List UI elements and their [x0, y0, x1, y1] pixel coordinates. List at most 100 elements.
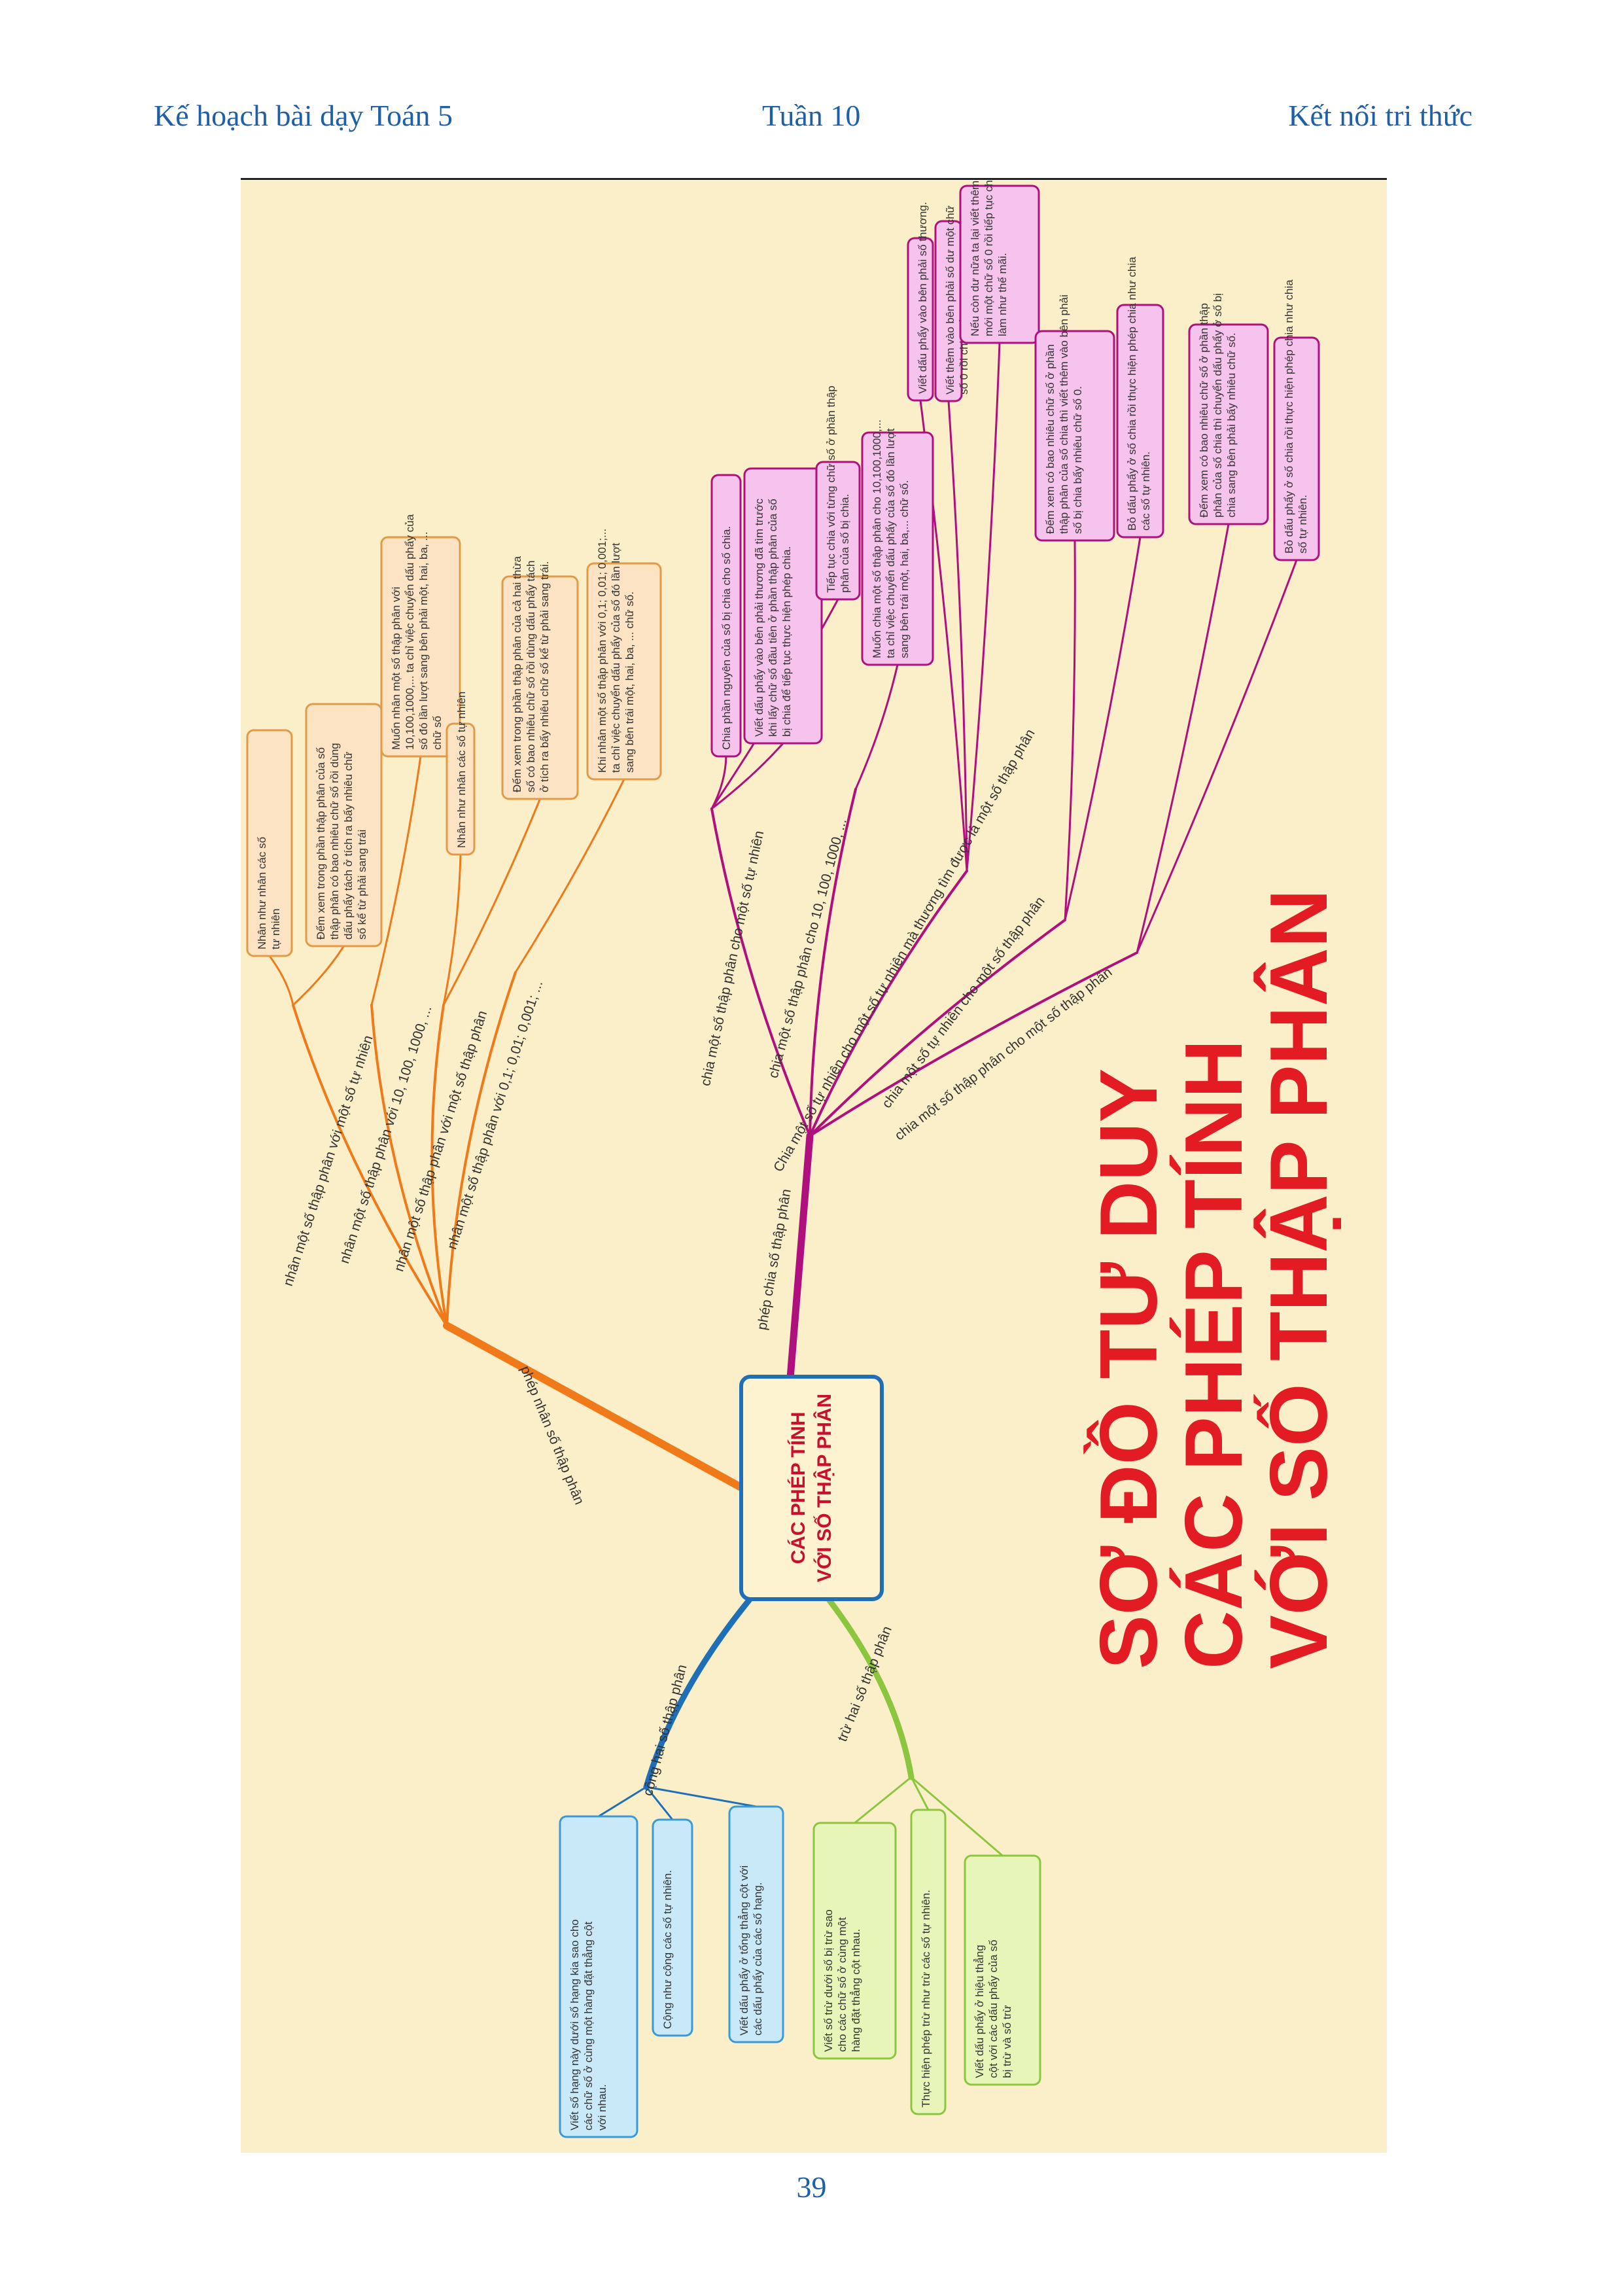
add-leaf-edge-2 — [645, 1786, 758, 1808]
svg-text:Viết số hạng này dưới số hạng: Viết số hạng này dưới số hạng kia sao ch… — [568, 1919, 581, 2130]
divide-leaf-2-0: Viết dấu phẩy vào bên phải số thương. — [907, 202, 934, 402]
svg-text:số có bao nhiêu chữ số rồi dùn: số có bao nhiêu chữ số rồi dùng dấu phẩy… — [525, 561, 537, 792]
multiply-leaf-edge-3-0 — [514, 778, 625, 974]
svg-text:Tiếp tục chia với từng chữ số: Tiếp tục chia với từng chữ số ở phần thậ… — [825, 385, 837, 593]
divide-leaf-edge-0-1 — [710, 742, 784, 810]
svg-text:hàng đặt thẳng cột nhau.: hàng đặt thẳng cột nhau. — [850, 1929, 862, 2052]
divide-branch — [786, 1132, 814, 1382]
center-line-1: CÁC PHÉP TÍNH — [787, 1412, 809, 1564]
title-line-3: VỚI SỐ THẬP PHÂN — [1253, 889, 1344, 1669]
svg-text:Nhân như nhân các số: Nhân như nhân các số — [256, 836, 268, 949]
svg-text:Đếm xem có bao nhiêu chữ số ở: Đếm xem có bao nhiêu chữ số ở phần thập — [1198, 303, 1210, 518]
divide-leaf-edge-0-0 — [710, 755, 727, 810]
divide-label: phép chia số thập phân — [754, 1188, 794, 1331]
svg-text:Khi nhân một số thập phân với: Khi nhân một số thập phân với 0,1; 0,01;… — [596, 529, 608, 773]
svg-text:cho các chữ số ở cùng một: cho các chữ số ở cùng một — [836, 1917, 848, 2052]
divide-leaf-2-2: Nếu còn dư nữa ta lại viết thêm bên phải… — [959, 181, 1040, 344]
divide-leaf-edge-4-1 — [1136, 559, 1298, 954]
multiply-leaf-3-0: Khi nhân một số thập phân với 0,1; 0,01;… — [586, 529, 662, 781]
svg-text:Chia phần nguyên của số bị chi: Chia phần nguyên của số bị chia cho số c… — [720, 526, 733, 750]
svg-text:làm như thế mãi.: làm như thế mãi. — [996, 253, 1009, 336]
svg-text:mới một chữ số 0 rồi tiếp tục: mới một chữ số 0 rồi tiếp tục chia, và c… — [983, 181, 995, 336]
svg-text:tự nhiên: tự nhiên — [270, 909, 282, 949]
divide-leaf-edge-2-2 — [966, 342, 1001, 872]
header-week: Tuần 10 — [762, 99, 861, 132]
divide-sub-3 — [809, 919, 1066, 1137]
subtract-label: trừ hai số thập phân — [835, 1624, 895, 1744]
svg-text:thập phân của số chia thì viết: thập phân của số chia thì viết thêm vào … — [1058, 294, 1070, 534]
center-node: CÁC PHÉP TÍNH VỚI SỐ THẬP PHÂN — [739, 1375, 884, 1601]
svg-text:với nhau.: với nhau. — [596, 2084, 608, 2130]
svg-text:Muốn nhân một số thập phân với: Muốn nhân một số thập phân với — [390, 587, 402, 750]
mindmap-title: SƠ ĐỒ TƯ DUY CÁC PHÉP TÍNH VỚI SỐ THẬP P… — [1083, 889, 1344, 1669]
svg-text:khi lấy chữ số đầu tiên ở phần: khi lấy chữ số đầu tiên ở phần thập phân… — [767, 499, 779, 737]
title-line-1: SƠ ĐỒ TƯ DUY — [1083, 1069, 1174, 1669]
add-leaf-edge-1 — [645, 1786, 674, 1821]
svg-text:các số tự nhiên.: các số tự nhiên. — [1140, 451, 1152, 531]
svg-text:số bị chia bấy nhiêu chữ số 0.: số bị chia bấy nhiêu chữ số 0. — [1072, 386, 1084, 534]
svg-text:10,100,1000,... ta chỉ việc ch: 10,100,1000,... ta chỉ việc chuyển dấu p… — [404, 514, 416, 750]
svg-text:phân của số bị chia.: phân của số bị chia. — [839, 494, 851, 593]
divide-sub-label-0: chia một số thập phân cho một số tự nhiê… — [698, 830, 767, 1087]
svg-text:Bỏ dấu phẩy ở số chia rồi thực: Bỏ dấu phẩy ở số chia rồi thực hiện phép… — [1126, 256, 1138, 531]
svg-text:Viết dấu phẩy vào bên phải số: Viết dấu phẩy vào bên phải số thương. — [916, 202, 929, 394]
multiply-sub-1 — [370, 1004, 448, 1327]
divide-leaf-0-2: Tiếp tục chia với từng chữ số ở phần thậ… — [815, 385, 861, 601]
svg-text:Cộng như cộng các số tự nhiên.: Cộng như cộng các số tự nhiên. — [661, 1870, 674, 2029]
svg-text:Thực hiện phép trừ như trừ các: Thực hiện phép trừ như trừ các số tự nhi… — [920, 1890, 932, 2108]
svg-text:ta chỉ việc chuyển dấu phẩy củ: ta chỉ việc chuyển dấu phẩy của số đó lầ… — [610, 542, 622, 773]
center-line-2: VỚI SỐ THẬP PHÂN — [813, 1394, 835, 1582]
title-line-2: CÁC PHÉP TÍNH — [1169, 1040, 1259, 1669]
svg-text:Viết dấu phẩy ở tổng thẳng cột: Viết dấu phẩy ở tổng thẳng cột với — [738, 1865, 750, 2036]
multiply-sub-label-3: nhân một số thập phân với 0,1; 0,01; 0,0… — [444, 979, 546, 1252]
divide-sub-label-1: chia một số thập phân cho 10, 100, 1000,… — [766, 817, 850, 1080]
svg-text:Viết dấu phẩy vào bên phải thư: Viết dấu phẩy vào bên phải thương đã tìm… — [753, 498, 765, 737]
multiply-leaf-edge-1-0 — [370, 755, 422, 1006]
header-rule — [241, 178, 1387, 180]
svg-text:Nếu còn dư nữa ta lại viết thê: Nếu còn dư nữa ta lại viết thêm bên phải… — [969, 181, 981, 336]
divide-leaf-edge-2-1 — [947, 400, 968, 872]
subtract-leaf-1: Thực hiện phép trừ như trừ các số tự nhi… — [910, 1809, 947, 2115]
divide-leaf-1-0: Muốn chia một số thập phân cho 10,100,10… — [861, 419, 934, 666]
svg-text:Đếm xem có bao nhiêu chữ số ở: Đếm xem có bao nhiêu chữ số ở phần — [1044, 344, 1056, 534]
divide-leaf-0-0: Chia phần nguyên của số bị chia cho số c… — [710, 474, 742, 758]
divide-leaf-edge-3-1 — [1064, 536, 1142, 921]
svg-text:Bỏ dấu phẩy ở số chia rồi thực: Bỏ dấu phẩy ở số chia rồi thực hiện phép… — [1283, 279, 1295, 554]
svg-text:thập phân có bao nhiêu chữ số: thập phân có bao nhiêu chữ số rồi dùng — [328, 743, 341, 940]
svg-text:các chữ số ở cùng một hàng đặt: các chữ số ở cùng một hàng đặt thẳng cột — [582, 1921, 595, 2130]
svg-text:Đếm xem trong phần thập phân c: Đếm xem trong phần thập phân của số — [315, 747, 327, 940]
svg-text:phân của số chia thì chuyển dấ: phân của số chia thì chuyển dấu phẩy ở s… — [1212, 293, 1224, 518]
divide-leaf-0-1: Viết dấu phẩy vào bên phải thương đã tìm… — [743, 467, 823, 745]
svg-text:Đếm xem trong phần thập phân c: Đếm xem trong phần thập phân của cả hai … — [511, 556, 523, 792]
divide-leaf-3-1: Bỏ dấu phẩy ở số chia rồi thực hiện phép… — [1116, 256, 1164, 539]
svg-text:chia sang bên phải bấy nhiêu c: chia sang bên phải bấy nhiêu chữ số. — [1225, 332, 1238, 518]
divide-sub-4 — [809, 951, 1138, 1137]
multiply-branch — [443, 1322, 748, 1493]
add-branch — [643, 1591, 758, 1790]
svg-text:Viết số trừ dưới số bị trừ sao: Viết số trừ dưới số bị trừ sao — [822, 1909, 835, 2052]
svg-text:cột với các dấu phẩy của số: cột với các dấu phẩy của số — [987, 1939, 1000, 2078]
svg-text:Muốn chia một số thập phân cho: Muốn chia một số thập phân cho 10,100,10… — [871, 419, 883, 658]
svg-text:ta chỉ việc chuyển dấu phẩy củ: ta chỉ việc chuyển dấu phẩy của số đó lầ… — [884, 428, 897, 658]
add-leaf-0: Viết số hạng này dưới số hạng kia sao ch… — [559, 1815, 638, 2138]
svg-text:sang bên trái một, hai, ba,...: sang bên trái một, hai, ba,... chữ số. — [898, 480, 911, 658]
multiply-sub-2 — [430, 1004, 448, 1327]
add-leaf-1: Cộng như cộng các số tự nhiên. — [652, 1818, 693, 2037]
svg-text:bị trừ và số trừ: bị trừ và số trừ — [1001, 2005, 1013, 2078]
multiply-leaf-edge-2-1 — [442, 798, 541, 1006]
svg-text:số tự nhiên.: số tự nhiên. — [1297, 495, 1309, 554]
divide-leaf-edge-4-0 — [1136, 523, 1230, 954]
multiply-leaf-edge-2-0 — [442, 853, 462, 1006]
svg-text:Viết thêm vào bên phải số dư m: Viết thêm vào bên phải số dư một chữ — [944, 205, 956, 395]
divide-leaf-edge-3-0 — [1064, 539, 1076, 921]
svg-text:số kể từ phải sang trái: số kể từ phải sang trái — [356, 830, 368, 940]
multiply-leaf-2-0: Nhân như nhân các số tự nhiên — [445, 692, 476, 856]
svg-text:Nhân như nhân các số tự nhiên: Nhân như nhân các số tự nhiên — [455, 692, 468, 848]
multiply-leaf-edge-0-0 — [268, 955, 294, 1006]
